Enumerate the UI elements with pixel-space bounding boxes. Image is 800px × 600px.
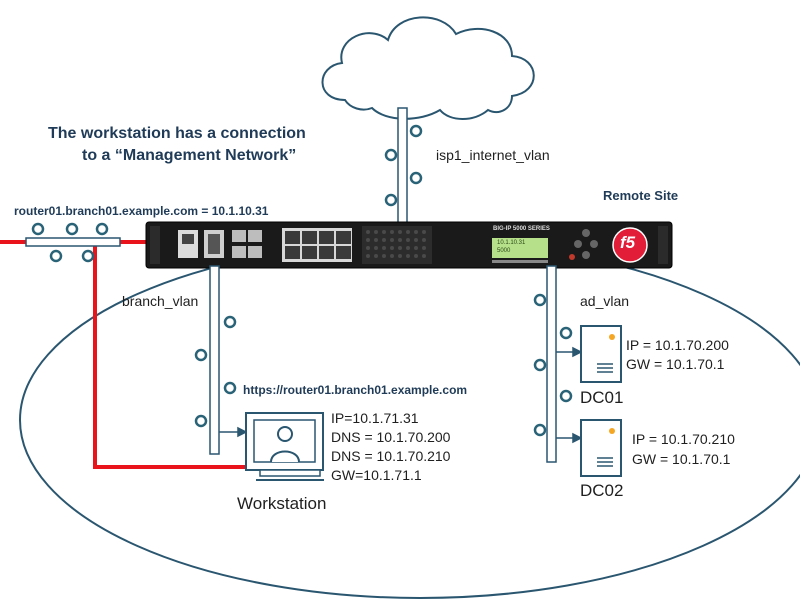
workstation-ip: IP=10.1.71.31	[331, 410, 419, 426]
headline-line1: The workstation has a connection	[48, 125, 306, 142]
ad-vlan-label: ad_vlan	[580, 293, 630, 309]
branch-vlan-label: branch_vlan	[122, 293, 199, 309]
dc02-server-icon	[580, 419, 622, 477]
internet-cloud-icon	[321, 16, 535, 120]
ad-vlan-bus	[533, 265, 573, 463]
isp-vlan-bus	[384, 107, 423, 227]
workstation-name: Workstation	[237, 494, 327, 513]
dc01-ip: IP = 10.1.70.200	[626, 337, 729, 353]
isp-vlan-label: isp1_internet_vlan	[436, 147, 550, 163]
branch-vlan-bus	[194, 265, 237, 455]
host-arrows	[219, 346, 583, 444]
workstation-dns2: DNS = 10.1.70.210	[331, 448, 451, 464]
device-model-label: BIG-IP 5000 SERIES	[493, 226, 550, 232]
device-lcd-line1: 10.1.10.31	[497, 240, 526, 246]
router-label: router01.branch01.example.com = 10.1.10.…	[14, 204, 269, 218]
remote-site-label: Remote Site	[603, 188, 679, 203]
dc02-name: DC02	[580, 481, 624, 500]
dc02-ip: IP = 10.1.70.210	[632, 431, 735, 447]
workstation-icon	[245, 412, 324, 481]
headline-line2: to a “Management Network”	[82, 147, 297, 164]
url-label: https://router01.branch01.example.com	[243, 383, 468, 397]
f5-logo: f5	[620, 233, 636, 252]
bigip-device	[145, 221, 673, 269]
management-link	[0, 240, 264, 469]
dc01-server-icon	[580, 325, 622, 383]
dc01-gw: GW = 10.1.70.1	[626, 356, 725, 372]
dc01-name: DC01	[580, 388, 624, 407]
router-bus	[25, 222, 121, 263]
device-lcd-line2: 5000	[497, 248, 511, 254]
dc02-gw: GW = 10.1.70.1	[632, 451, 731, 467]
workstation-dns1: DNS = 10.1.70.200	[331, 429, 451, 445]
workstation-gw: GW=10.1.71.1	[331, 467, 422, 483]
